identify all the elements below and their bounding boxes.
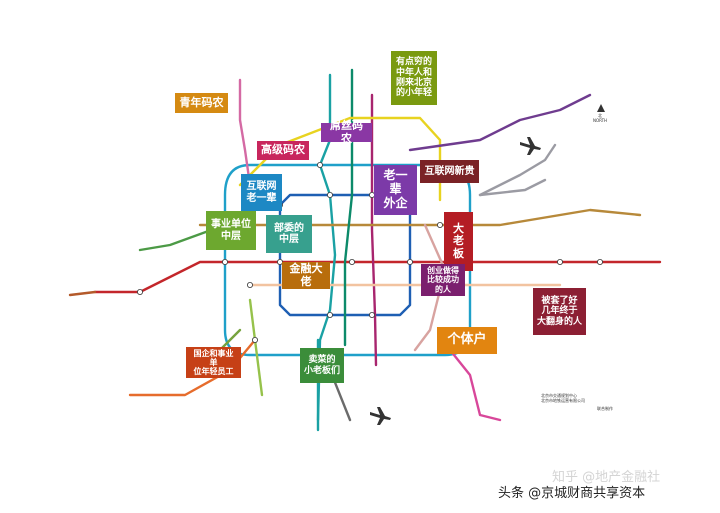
label-business-success: 创业做得 比较成功 的人 — [421, 264, 465, 296]
fangshan-line — [128, 338, 257, 397]
label-young-coder: 青年码农 — [175, 93, 228, 113]
label-foreign-firm-veteran: 老一辈 外企 — [374, 165, 417, 215]
airport-line — [478, 143, 557, 197]
credit-author: 联合制作 — [597, 406, 613, 411]
watermark-main: 头条 @京城财商共享资本 — [498, 486, 646, 501]
watermark-faint: 知乎 @地产金融社 — [552, 470, 661, 485]
changping-line — [238, 78, 252, 187]
line-9 — [248, 298, 264, 397]
label-internet-veteran: 互联网 老一辈 — [241, 174, 282, 211]
label-small-boss: 卖菜的 小老板们 — [300, 348, 344, 383]
label-ministry-mid: 部委的 中层 — [266, 215, 312, 253]
label-finally-rich: 被套了好 几年终于 大翻身的人 — [533, 288, 586, 335]
label-internet-rich: 互联网新贵 — [420, 160, 479, 183]
credit-line-1: 北京市交通规划中心 — [541, 393, 577, 398]
label-senior-coder: 高级码农 — [257, 141, 309, 160]
yizhuang-line — [448, 348, 502, 422]
line-5 — [370, 93, 378, 367]
label-self-employed: 个体户 — [437, 327, 497, 354]
label-soe-young: 国企和事业单 位年轻员工 — [186, 347, 241, 378]
line-14 — [413, 223, 447, 352]
label-newcomer: 有点穷的 中年人和 刚来北京 的小年轻 — [391, 51, 437, 105]
map-credits: 北京市交通规划中心 北京市地铁运营有限公司 — [541, 393, 585, 403]
line-8 — [343, 68, 354, 347]
label-big-boss: 大 老 板 — [444, 212, 473, 271]
label-diaosi-coder: 屌丝码农 — [321, 119, 372, 144]
north-arrow-icon — [597, 104, 605, 112]
airport-line-b — [478, 178, 547, 197]
airport-icon — [370, 137, 541, 425]
compass-label: 北 NORTH — [592, 113, 608, 124]
label-institution-mid: 事业单位 中层 — [206, 211, 256, 250]
line-1 — [93, 260, 602, 294]
line-s1 — [68, 290, 97, 297]
label-finance: 金融大佬 — [282, 262, 330, 289]
credit-line-2: 北京市地铁运营有限公司 — [541, 398, 585, 404]
line-15 — [408, 93, 592, 152]
